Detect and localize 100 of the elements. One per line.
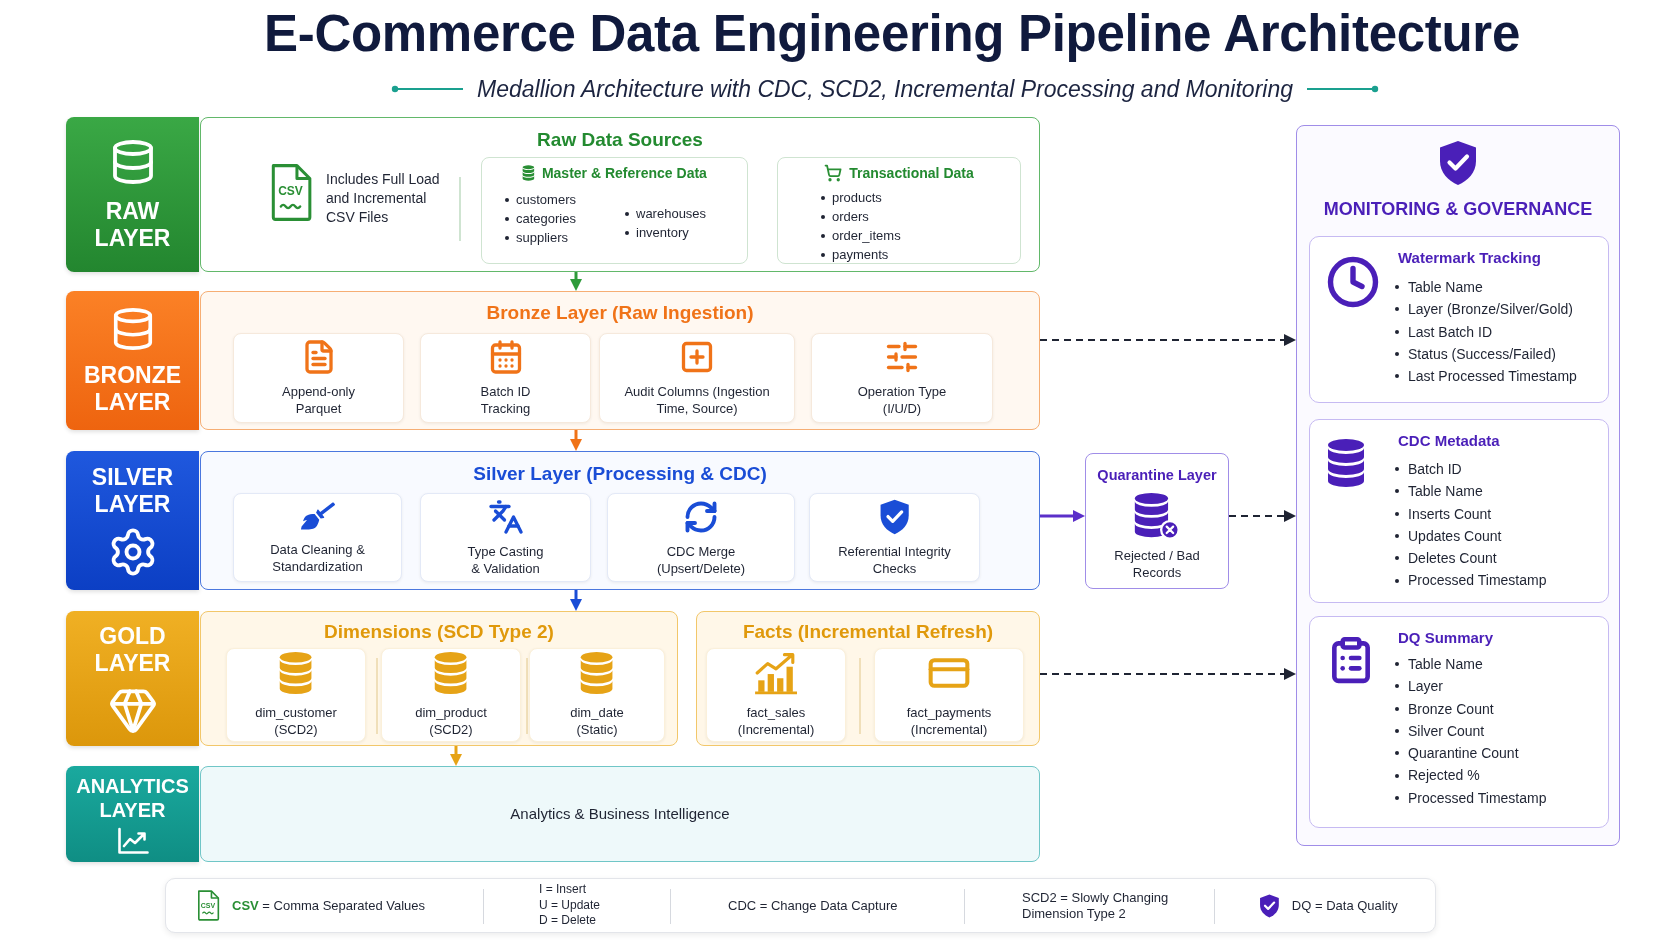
abbreviation-text: DQ = Data Quality [1291, 897, 1398, 914]
step-label: Audit Columns (Ingestion Time, Source) [623, 384, 771, 417]
layer-tag [66, 117, 199, 272]
arrow [570, 272, 582, 291]
bullet-item: Deletes Count [1394, 547, 1497, 570]
metadata-card [1309, 236, 1609, 403]
abbreviation-text: CSV = Comma Separated Values [232, 897, 426, 914]
quarantine-panel [1085, 453, 1229, 589]
card-heading: Transactional Data [849, 164, 974, 182]
layer-panel [696, 611, 1040, 746]
step-label: Append-only Parquet [281, 384, 356, 417]
arrow [1040, 510, 1085, 522]
abbreviation-text: I = Insert [539, 882, 588, 898]
bullet-item: customers [504, 190, 576, 209]
bullet-item: Silver Count [1394, 719, 1485, 743]
bullet-item: order_items [820, 226, 901, 245]
abbreviation-text: SCD2 = Slowly Changing Dimension Type 2 [1022, 889, 1170, 922]
bullet-item: Table Name [1394, 276, 1483, 299]
arrow [570, 590, 582, 611]
source-card [481, 157, 748, 264]
abbreviation-text: U = Update [539, 897, 601, 914]
abbreviation-text: D = Delete [539, 913, 598, 929]
layer-panel [200, 611, 678, 746]
card-heading: Watermark Tracking [1398, 248, 1541, 268]
bullet-item: Last Batch ID [1394, 320, 1493, 343]
bullet-item: Processed Timestamp [1394, 786, 1547, 810]
governance-panel [1296, 125, 1620, 846]
card-heading: Master & Reference Data [541, 164, 707, 182]
step-label: Type Casting & Validation [466, 544, 545, 577]
bullet-item: Updates Count [1394, 524, 1502, 548]
layer-name: RAW LAYER [93, 197, 172, 252]
card-heading: DQ Summary [1398, 628, 1494, 648]
step-card [809, 493, 980, 582]
bullet-item: Inserts Count [1394, 502, 1492, 525]
table-label: dim_date (Static) [569, 705, 625, 738]
step-label: Referential Integrity Checks [837, 544, 952, 577]
table-card [874, 648, 1024, 742]
layer-tag [66, 611, 199, 746]
step-label: Operation Type (I/U/D) [856, 384, 948, 417]
bullet-item: Bronze Count [1394, 697, 1494, 720]
layer-panel [200, 766, 1040, 862]
panel-title: MONITORING & GOVERNANCE [1323, 198, 1593, 220]
layer-name: SILVER LAYER [90, 463, 175, 518]
bullet-item: Rejected % [1394, 764, 1480, 787]
dashed-arrow [1040, 334, 1296, 346]
abbreviation-text: CDC = Change Data Capture [728, 897, 898, 914]
table-label: fact_payments (Incremental) [905, 705, 993, 738]
step-label: Data Cleaning & Standardization [269, 542, 366, 575]
bullet-item: payments [820, 245, 889, 264]
bullet-item: suppliers [504, 228, 569, 247]
step-card [233, 333, 404, 423]
bullet-item: warehouses [624, 204, 707, 223]
panel-title: Quarantine Layer [1097, 466, 1217, 484]
arrow [570, 430, 582, 451]
step-card [420, 493, 591, 582]
section-title: Silver Layer (Processing & CDC) [473, 462, 767, 486]
bullet-item: Processed Timestamp [1394, 569, 1547, 592]
layer-name: GOLD LAYER [93, 622, 172, 677]
bullet-item: Status (Success/Failed) [1394, 342, 1556, 366]
bullet-item: Table Name [1394, 480, 1483, 503]
layer-panel [200, 291, 1040, 430]
subtitle: Medallion Architecture with CDC, SCD2, Incremental Processing and Monitoring [477, 75, 1293, 103]
bullet-item: Last Processed Timestamp [1394, 365, 1577, 388]
table-label: dim_product (SCD2) [414, 705, 488, 738]
layer-name: ANALYTICS LAYER [75, 773, 190, 822]
file-type-text: CSV [278, 185, 303, 198]
step-label: Batch ID Tracking [479, 384, 532, 417]
bullet-item: Quarantine Count [1394, 742, 1519, 765]
source-card [777, 157, 1021, 264]
section-title: Bronze Layer (Raw Ingestion) [486, 301, 754, 325]
section-title: Raw Data Sources [537, 128, 703, 152]
panel-body-text: Rejected / Bad Records [1113, 548, 1201, 581]
table-card [706, 648, 846, 742]
step-card [599, 333, 795, 423]
layer-panel [200, 117, 1040, 272]
bullet-item: Table Name [1394, 653, 1483, 676]
bullet-item: products [820, 188, 882, 207]
section-title: Facts (Incremental Refresh) [742, 620, 994, 644]
bullet-item: orders [820, 207, 869, 226]
table-card [226, 648, 366, 742]
dashed-arrow [1229, 510, 1296, 522]
table-card [381, 648, 521, 742]
card-heading: CDC Metadata [1398, 431, 1500, 451]
step-card [811, 333, 993, 423]
section-title: Dimensions (SCD Type 2) [324, 620, 554, 644]
metadata-card [1309, 616, 1609, 828]
layer-tag [66, 766, 199, 862]
table-card [529, 648, 665, 742]
bullet-item: Layer (Bronze/Silver/Gold) [1394, 298, 1573, 321]
step-card [607, 493, 795, 582]
layer-tag [66, 451, 199, 590]
source-note: Includes Full Load and Incremental CSV Files [326, 170, 441, 227]
arrow [450, 746, 462, 766]
step-card [233, 493, 402, 582]
bullet-item: Batch ID [1394, 458, 1462, 481]
layer-name: BRONZE LAYER [82, 361, 183, 416]
table-label: fact_sales (Incremental) [736, 705, 816, 738]
diagram-title: E-Commerce Data Engineering Pipeline Architecture [263, 4, 1521, 64]
metadata-card [1309, 419, 1609, 603]
layer-panel [200, 451, 1040, 590]
